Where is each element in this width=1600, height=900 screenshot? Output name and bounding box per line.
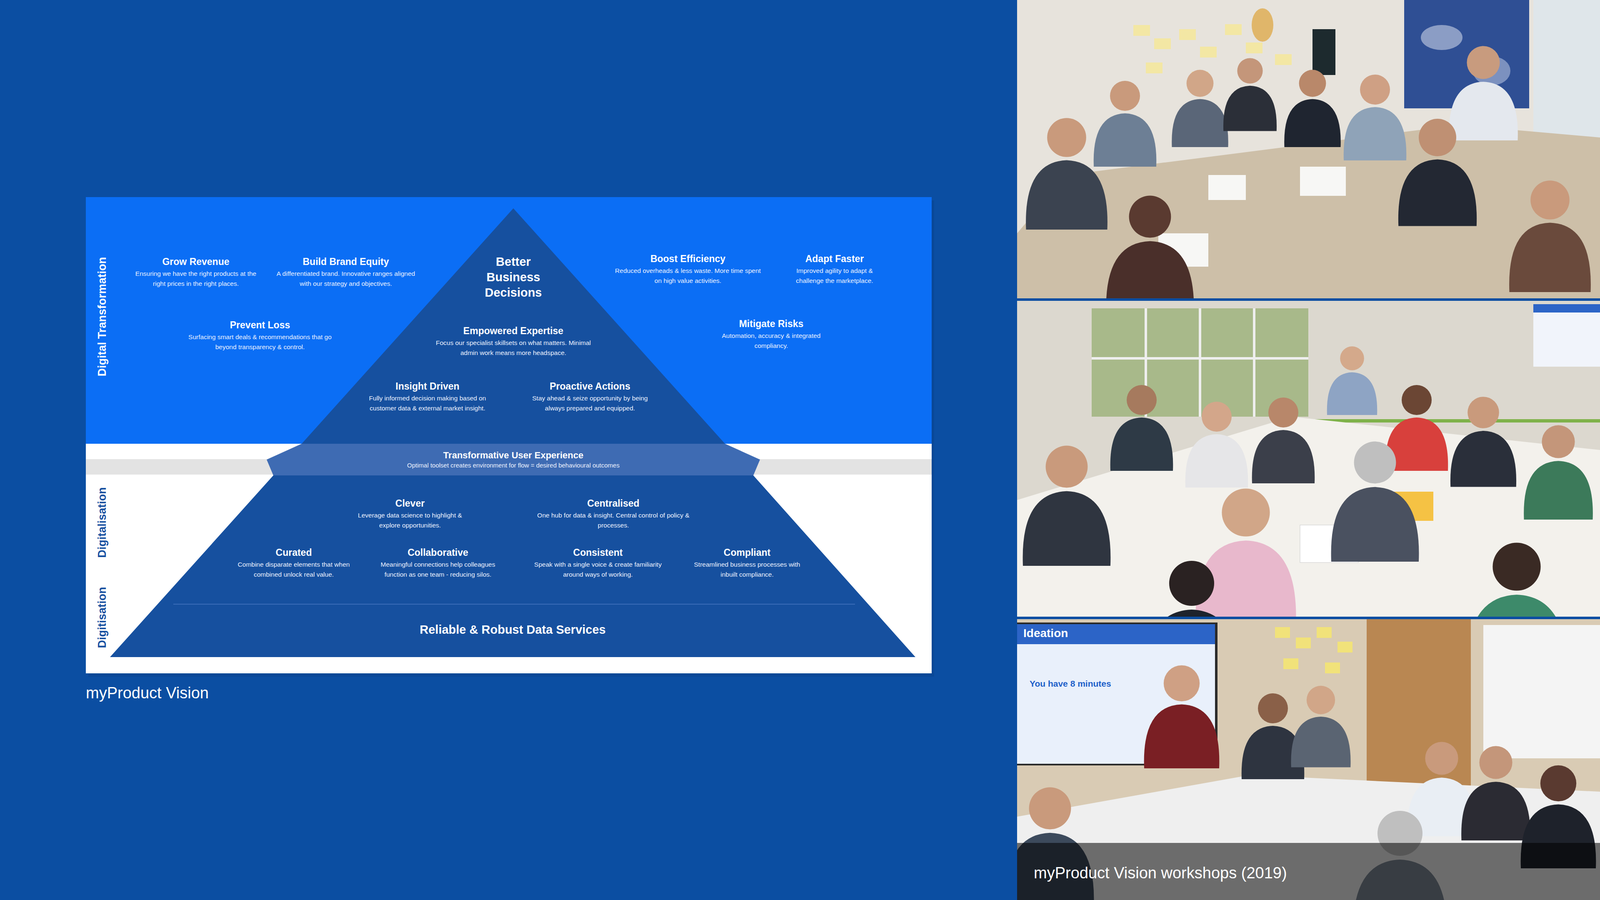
pillar-body: Automation, accuracy & integrated compli… — [721, 330, 822, 351]
pillar-body: Streamlined business processes with inbu… — [686, 559, 808, 580]
workshop-photo — [1017, 619, 1600, 900]
photo-text: Ideation — [1023, 626, 1068, 641]
apex-heading: Better Business Decisions — [475, 254, 551, 301]
pillar-item: Build Brand EquityA differentiated brand… — [275, 255, 417, 289]
pillar-body: Surfacing smart deals & recommendations … — [178, 332, 342, 353]
pillar-item: Boost EfficiencyReduced overheads & less… — [612, 252, 763, 286]
pillar-item: CuratedCombine disparate elements that w… — [235, 546, 353, 580]
pillar-item: CleverLeverage data science to highlight… — [347, 497, 473, 531]
pillar-body: Ensuring we have the right products at t… — [129, 268, 263, 289]
text-anchor: Ideation — [1023, 626, 1068, 641]
pillar-heading: Proactive Actions — [523, 380, 657, 393]
pillar-heading: Curated — [235, 546, 353, 559]
band-heading: Transformative User Experience — [443, 450, 584, 461]
pillar-heading: Collaborative — [371, 546, 505, 559]
workshop-photo — [1017, 300, 1600, 617]
pillar-body: Focus our specialist skillsets on what m… — [432, 337, 595, 358]
pillar-heading: Grow Revenue — [129, 255, 263, 268]
workshop-photo — [1017, 0, 1600, 299]
pillar-item: Insight DrivenFully informed decision ma… — [360, 380, 495, 414]
pillar-heading: Mitigate Risks — [721, 317, 822, 330]
pillar-item: ConsistentSpeak with a single voice & cr… — [529, 546, 667, 580]
pillar-body: Speak with a single voice & create famil… — [529, 559, 667, 580]
pillar-heading: Clever — [347, 497, 473, 510]
pillar-item: CollaborativeMeaningful connections help… — [371, 546, 505, 580]
pillar-body: One hub for data & insight. Central cont… — [534, 510, 693, 531]
pyramid-base: Reliable & Robust Data Services CleverLev… — [110, 475, 916, 658]
pillar-heading: Boost Efficiency — [612, 252, 763, 265]
pillar-item: Prevent LossSurfacing smart deals & reco… — [178, 319, 342, 353]
pillar-body: Stay ahead & seize opportunity by being … — [523, 393, 657, 414]
photo-text: You have 8 minutes — [1029, 678, 1112, 689]
section-label: Digitisation — [95, 587, 109, 649]
pillar-item: Mitigate RisksAutomation, accuracy & int… — [721, 317, 822, 351]
pillar-heading: Build Brand Equity — [275, 255, 417, 268]
text-anchor: myProduct Vision workshops (2019) — [1033, 863, 1288, 883]
section-label: Digital Transformation — [95, 257, 109, 377]
pillar-item: Proactive ActionsStay ahead & seize oppo… — [523, 380, 657, 414]
base-heading: Reliable & Robust Data Services — [110, 622, 916, 638]
pillar-heading: Empowered Expertise — [432, 325, 595, 337]
pillar-heading: Adapt Faster — [784, 252, 885, 265]
pillar-item: CentralisedOne hub for data & insight. C… — [534, 497, 693, 531]
caption: myProduct Vision — [85, 683, 209, 703]
pillar-body: Improved agility to adapt & challenge th… — [784, 265, 885, 286]
pillar-item: Empowered ExpertiseFocus our specialist … — [432, 325, 595, 358]
pyramid-apex: Better Business DecisionsEmpowered Exper… — [301, 208, 725, 444]
experience-band: Transformative User ExperienceOptimal to… — [266, 443, 760, 476]
pillar-body: Combine disparate elements that when com… — [235, 559, 353, 580]
pillar-heading: Insight Driven — [360, 380, 495, 393]
pillar-body: Reduced overheads & less waste. More tim… — [612, 265, 763, 286]
pillar-body: A differentiated brand. Innovative range… — [275, 268, 417, 289]
text-anchor: You have 8 minutes — [1029, 678, 1112, 689]
section-band: Digital Transformation Grow RevenueEnsuri… — [85, 197, 932, 444]
pillar-body: Leverage data science to highlight & exp… — [347, 510, 473, 531]
diagram-panel — [85, 197, 935, 677]
pillar-heading: Centralised — [534, 497, 693, 510]
text-anchor: myProduct Vision — [85, 683, 209, 703]
photo-text: myProduct Vision workshops (2019) — [1033, 863, 1288, 883]
band-body: Optimal toolset creates environment for … — [407, 461, 620, 470]
pillar-body: Fully informed decision making based on … — [360, 393, 495, 414]
pillar-heading: Consistent — [529, 546, 667, 559]
pillar-heading: Compliant — [686, 546, 808, 559]
pillar-item: Adapt FasterImproved agility to adapt & … — [784, 252, 885, 286]
pillar-item: Grow RevenueEnsuring we have the right p… — [129, 255, 263, 289]
section-label: Digitalisation — [95, 487, 109, 558]
pillar-item: CompliantStreamlined business processes … — [686, 546, 808, 580]
pillar-body: Meaningful connections help colleagues f… — [371, 559, 505, 580]
pillar-heading: Prevent Loss — [178, 319, 342, 331]
